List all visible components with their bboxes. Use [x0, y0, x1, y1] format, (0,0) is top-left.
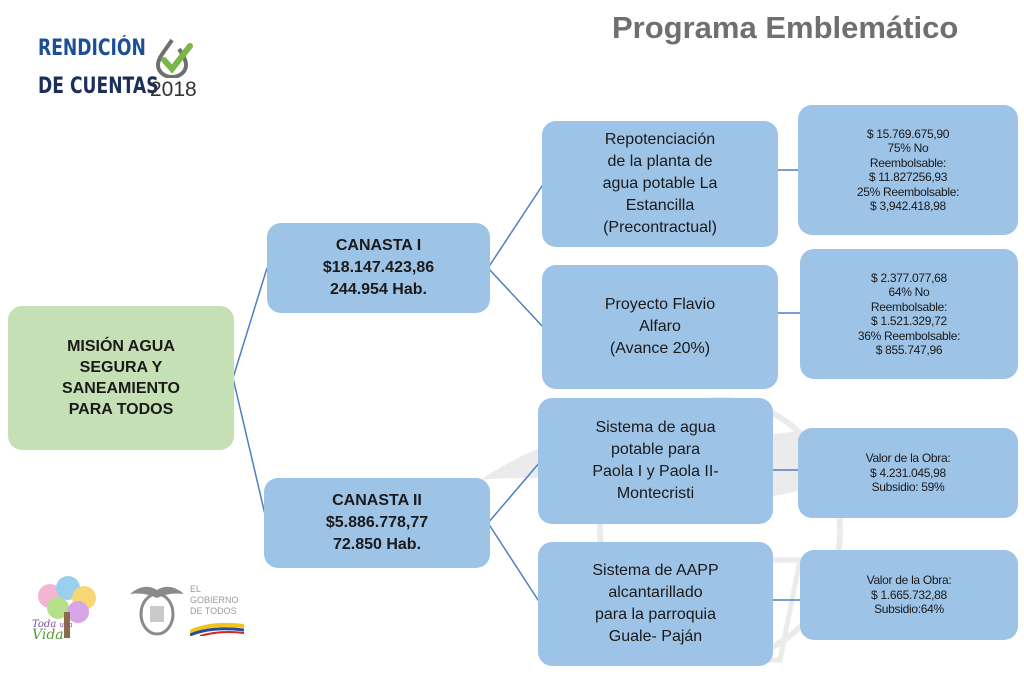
canasta-name: CANASTA I: [335, 237, 422, 254]
value-text-line: 75% No: [887, 141, 929, 155]
project-text-line: agua potable La: [602, 175, 718, 192]
connector-canasta1-project2: [487, 267, 545, 329]
project-text-line: para la parroquia: [595, 606, 716, 623]
project-text-line: Alfaro: [639, 318, 681, 335]
value-text-line: Valor de la Obra:: [865, 451, 951, 466]
value-text-line: Reembolsable:: [869, 155, 947, 170]
toda-una-vida-logo: Toda una Vida: [28, 574, 104, 644]
toda-text: Toda: [32, 619, 57, 630]
flag-ribbon-icon: [190, 622, 244, 636]
canasta-node-1: CANASTA I $18.147.423,86 244.954 Hab.: [267, 223, 490, 313]
canasta-node-2: CANASTA II $5.886.778,77 72.850 Hab.: [264, 478, 490, 568]
project-text-line: (Avance 20%): [609, 340, 711, 357]
canasta-name: CANASTA II: [332, 492, 422, 509]
project-text-line: Proyecto Flavio: [604, 296, 716, 313]
root-text-line: MISIÓN AGUA: [67, 338, 175, 355]
value-text-line: $ 1.521.329,72: [871, 314, 947, 328]
gobierno-line-2: GOBIERNO: [190, 595, 239, 605]
project-text-line: (Precontractual): [603, 219, 717, 236]
project-text-line: potable para: [611, 441, 700, 458]
project-text-line: Sistema de agua: [595, 419, 716, 436]
connector-root-canasta2: [232, 377, 268, 524]
value-text-line: 64% No: [888, 285, 930, 299]
project-text-line: Estancilla: [625, 197, 695, 214]
value-text-line: Valor de la Obra:: [866, 573, 952, 588]
root-text-line: SANEAMIENTO: [62, 380, 180, 397]
project-text-line: Sistema de AAPP: [592, 562, 719, 579]
canasta-population: 244.954 Hab.: [330, 281, 427, 298]
value-text-line: $ 1.665.732,88: [871, 587, 947, 602]
value-text-line: $ 2.377.077,68: [871, 270, 947, 285]
root-node: MISIÓN AGUA SEGURA Y SANEAMIENTO PARA TODOS: [8, 306, 234, 450]
connector-canasta2-project4: [487, 522, 541, 604]
canasta-population: 72.850 Hab.: [332, 536, 422, 553]
project-text-line: Paola I y Paola II-: [592, 463, 719, 480]
rendicion-logo: RENDICIÓN DE CUENTAS 2018: [36, 36, 197, 106]
value-text-line: $ 11.827256,93: [868, 170, 948, 184]
value-text-line: $ 4.231.045,98: [870, 465, 946, 480]
logo-line-1: RENDICIÓN: [38, 36, 146, 61]
logo-year: 2018: [150, 78, 197, 101]
project-text-line: Repotenciación: [604, 131, 716, 148]
logo-line-2: DE CUENTAS: [38, 74, 159, 99]
vida-text: Vida: [32, 627, 64, 643]
project-text-line: de la planta de: [607, 153, 713, 170]
project-text-line: Guale- Paján: [608, 628, 703, 645]
value-text-line: Subsidio: 59%: [871, 480, 945, 495]
coat-of-arms-icon: [130, 586, 184, 636]
root-text-line: SEGURA Y: [79, 359, 163, 376]
value-text-line: Subsidio:64%: [874, 602, 944, 617]
value-text-line: $ 855.747,96: [875, 343, 943, 357]
value-text-line: $ 15.769.675,90: [866, 126, 950, 141]
page-title: Programa Emblemático: [612, 10, 959, 45]
tree-icon: [38, 576, 96, 638]
project-text-line: alcantarillado: [608, 584, 703, 601]
gobierno-line-3: DE TODOS: [190, 606, 237, 616]
connector-canasta1-project1: [487, 182, 545, 269]
connector-canasta2-project3: [487, 461, 541, 524]
connector-root-canasta1: [232, 267, 268, 379]
una-text: una: [59, 621, 73, 629]
value-text-line: 25% Reembolsable:: [856, 184, 960, 199]
canasta-amount: $5.886.778,77: [325, 514, 429, 531]
gobierno-logo: EL GOBIERNO DE TODOS: [128, 578, 248, 642]
gobierno-line-1: EL: [190, 584, 202, 594]
value-text-line: 36% Reembolsable:: [857, 328, 961, 343]
check-drop-icon: [155, 38, 193, 78]
value-text-line: $ 3,942.418,98: [870, 199, 946, 213]
project-node-4: Sistema de AAPP alcantarillado para la par…: [538, 542, 773, 666]
value-text-line: Reembolsable:: [870, 299, 948, 314]
project-text-line: Montecristi: [616, 485, 695, 502]
project-node-1: Repotenciación de la planta de agua potabl…: [542, 121, 778, 247]
canasta-amount: $18.147.423,86: [322, 259, 435, 276]
root-text-line: PARA TODOS: [68, 401, 174, 418]
